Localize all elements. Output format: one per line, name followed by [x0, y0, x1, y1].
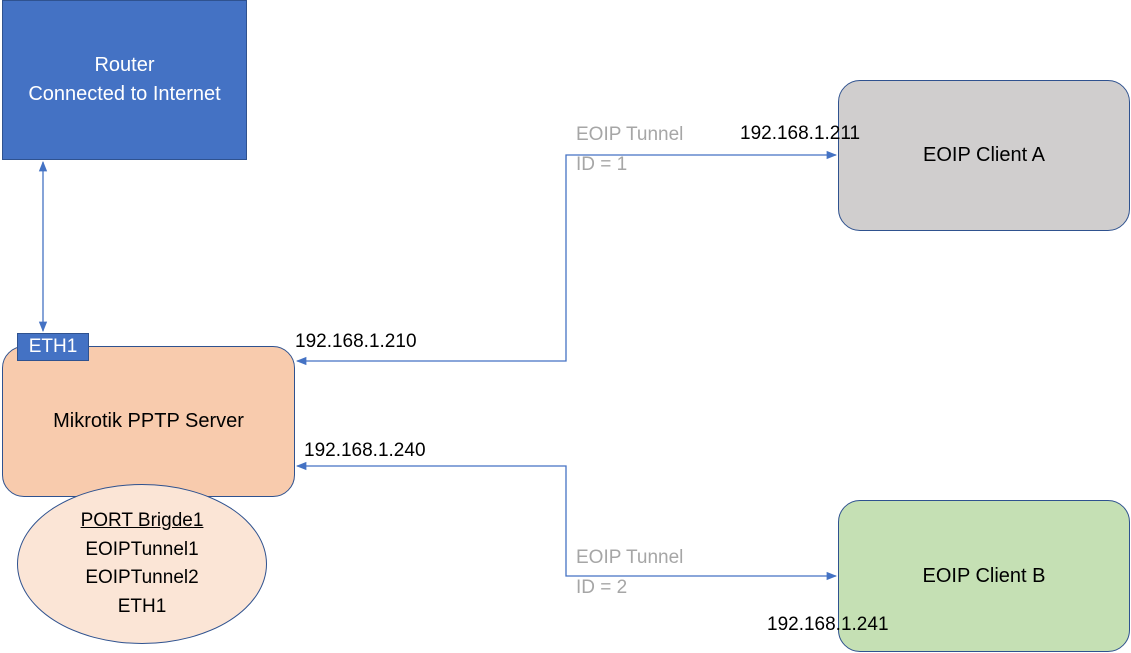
client-a-node: EOIP Client A: [838, 80, 1130, 231]
server-label: Mikrotik PPTP Server: [53, 410, 244, 432]
client-b-node: EOIP Client B: [838, 500, 1130, 652]
bridge-title: PORT Brigde1: [80, 510, 204, 531]
tunnel2-id: ID = 2: [576, 577, 628, 598]
bridge-member: EOIPTunnel2: [85, 567, 199, 588]
server-ip-tunnel2: 192.168.1.240: [304, 440, 426, 461]
tunnel2-connector: [295, 461, 838, 581]
bridge-member: EOIPTunnel1: [85, 538, 199, 560]
tunnel1-id: ID = 1: [576, 154, 628, 175]
bridge-ports-ellipse: PORT Brigde1 EOIPTunnel1 EOIPTunnel2 ETH…: [17, 484, 267, 644]
client-b-label: EOIP Client B: [922, 564, 1046, 587]
router-label: Router: [94, 54, 155, 76]
server-ip-tunnel1: 192.168.1.210: [295, 331, 417, 352]
router-node: Router Connected to Internet: [2, 0, 247, 160]
bridge-member: ETH1: [117, 595, 167, 617]
eth1-tag-label: ETH1: [28, 336, 78, 357]
mikrotik-server-node: Mikrotik PPTP Server: [2, 346, 295, 497]
tunnel1-connector: [295, 150, 838, 366]
client-a-ip: 192.168.1.211: [740, 123, 861, 144]
tunnel1-label: EOIP Tunnel: [576, 124, 684, 145]
eth1-port-tag: ETH1: [17, 333, 89, 361]
tunnel2-label: EOIP Tunnel: [576, 547, 684, 568]
client-b-ip: 192.168.1.241: [767, 614, 889, 635]
client-a-label: EOIP Client A: [923, 144, 1045, 166]
router-sublabel: Connected to Internet: [28, 83, 221, 105]
